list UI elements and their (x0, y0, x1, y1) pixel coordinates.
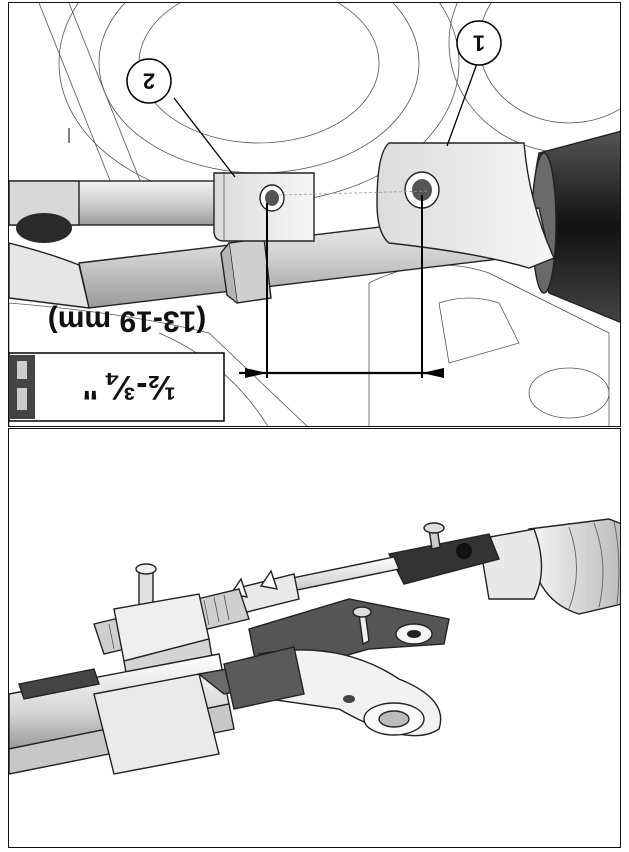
actuator-cylinder (531, 130, 620, 323)
dimension-metric-label: (13-19 mm) (48, 305, 206, 338)
dimension-imperial-box: ½-¾ " (9, 352, 225, 422)
hex-nut (220, 237, 272, 304)
dimension-lines (239, 195, 444, 378)
callout-1-number: 1 (473, 31, 485, 56)
dimension-imperial-label: ½-¾ " (82, 368, 176, 406)
adjuster-rod (9, 180, 220, 243)
overview-illustration (9, 518, 620, 775)
callout-2: 2 (126, 58, 172, 104)
frame-clamp (93, 646, 305, 775)
detail-view-panel: 2 1 ½-¾ " (13-19 mm) (8, 2, 621, 427)
callout-1-leader (446, 57, 480, 147)
rubber-boot (478, 518, 620, 615)
rod-end-fitting (387, 522, 500, 585)
callout-2-number: 2 (143, 69, 155, 94)
overview-panel (8, 428, 621, 848)
callout-2-leader (173, 97, 236, 178)
pivot-arm (258, 649, 442, 737)
detail-illustration: 2 1 ½-¾ " (13-19 mm) (9, 3, 620, 426)
callout-1: 1 (456, 20, 502, 66)
